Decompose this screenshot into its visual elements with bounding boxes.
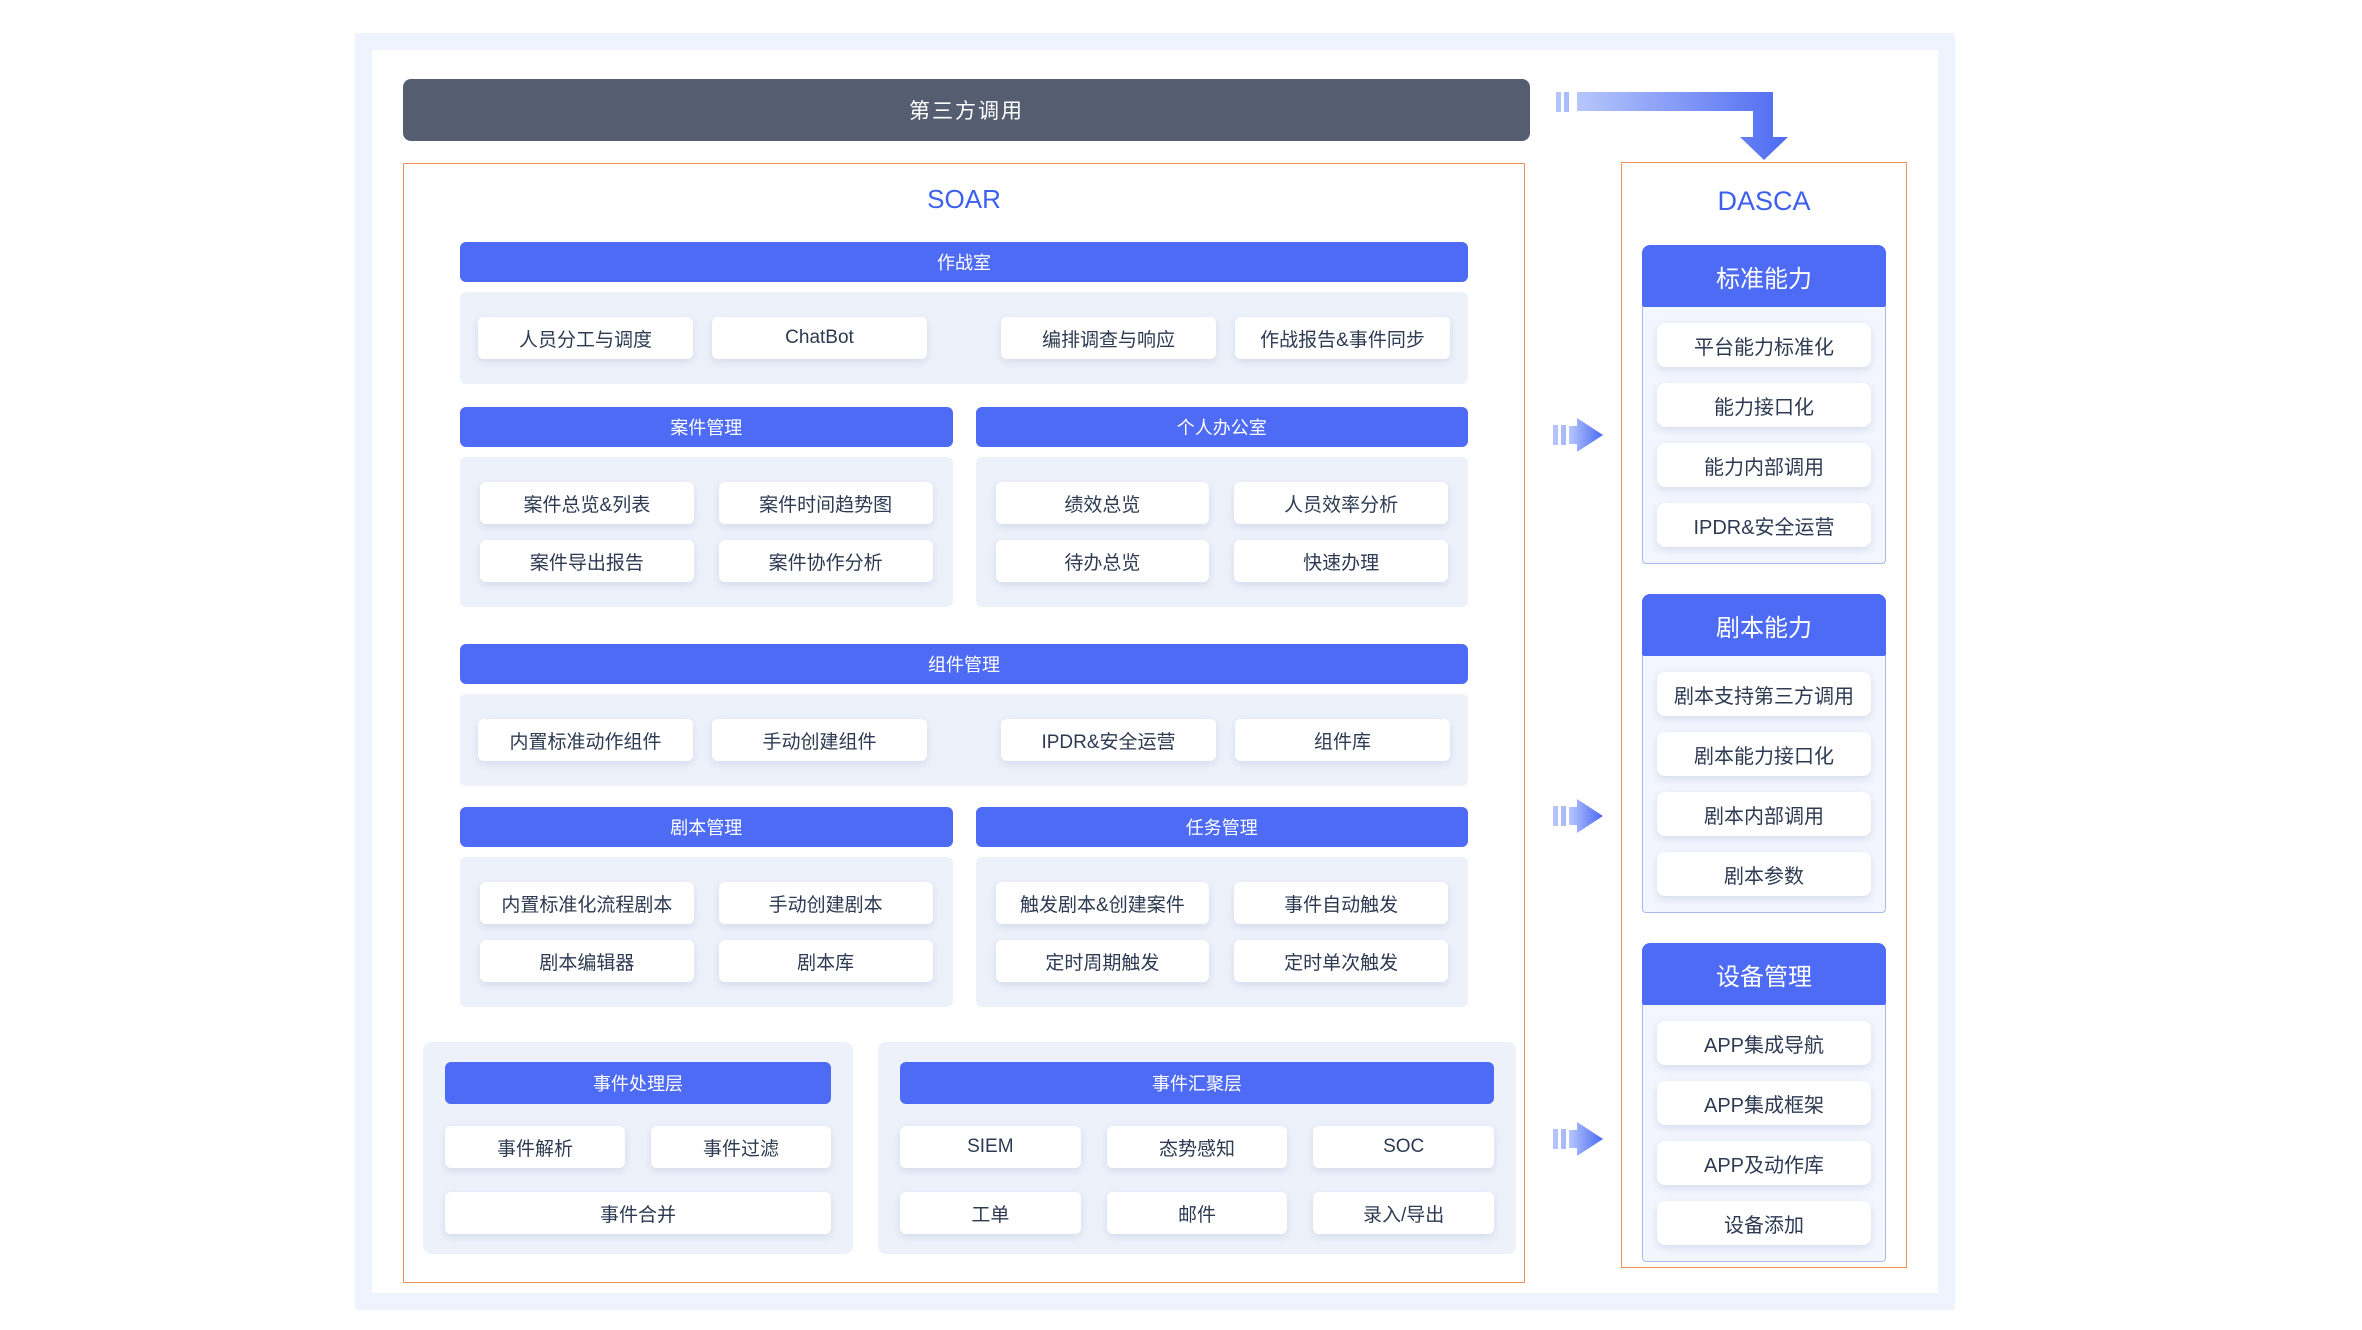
playbook-and-task-row: 剧本管理 内置标准化流程剧本 手动创建剧本 剧本编辑器 剧本库 任务管理 触发剧… — [460, 807, 1468, 1007]
diagram-node-event-auto-trigger: 事件自动触发 — [1234, 882, 1448, 924]
dasca-title: DASCA — [1717, 186, 1811, 216]
panel-spacer — [946, 338, 982, 339]
diagram-node-manual-playbook: 手动创建剧本 — [718, 882, 933, 924]
diagram-node-event-merging: 事件合并 — [445, 1192, 831, 1234]
device-mgmt-panel: APP集成导航 APP集成框架 APP及动作库 设备添加 — [1642, 1005, 1886, 1262]
diagram-node-platform-capability-standardization: 平台能力标准化 — [1657, 323, 1871, 367]
flow-arrow-top-icon — [1556, 92, 1788, 160]
flow-arrow-3-icon — [1553, 1122, 1603, 1156]
diagram-node-ipdr-security-ops: IPDR&安全运营 — [1001, 719, 1216, 761]
event-processing-panel: 事件处理层 事件解析 事件过滤 事件合并 — [423, 1042, 853, 1254]
diagram-node-playbook-library: 剧本库 — [718, 940, 933, 982]
soar-title: SOAR — [927, 184, 1001, 214]
task-mgmt-panel: 触发剧本&创建案件 事件自动触发 定时周期触发 定时单次触发 — [975, 857, 1468, 1007]
diagram-node-playbook-thirdparty-call: 剧本支持第三方调用 — [1657, 672, 1871, 716]
soar-box: SOAR 作战室 人员分工与调度 ChatBot 编排调查与响应 作战报告&事件… — [403, 163, 1525, 1283]
diagram-node-playbook-params: 剧本参数 — [1657, 852, 1871, 896]
diagram-node-soc: SOC — [1313, 1126, 1494, 1168]
standard-capability-section: 标准能力 平台能力标准化 能力接口化 能力内部调用 IPDR&安全运营 — [1642, 245, 1886, 564]
diagram-node-import-export: 录入/导出 — [1313, 1192, 1494, 1234]
diagram-node-todo-overview: 待办总览 — [995, 540, 1210, 582]
third-party-call-bar: 第三方调用 — [403, 79, 1530, 141]
diagram-node-ipdr-security-ops-dasca: IPDR&安全运营 — [1657, 503, 1871, 547]
flow-arrow-2-icon — [1553, 799, 1603, 833]
case-mgmt-panel: 案件总览&列表 案件时间趋势图 案件导出报告 案件协作分析 — [460, 457, 953, 607]
section-header-personal-office: 个人办公室 — [975, 407, 1468, 447]
component-mgmt-panel: 内置标准动作组件 手动创建组件 IPDR&安全运营 组件库 — [460, 694, 1468, 786]
diagram-card: 第三方调用 — [372, 50, 1938, 1293]
playbook-capability-section: 剧本能力 剧本支持第三方调用 剧本能力接口化 剧本内部调用 剧本参数 — [1642, 594, 1886, 913]
device-mgmt-section: 设备管理 APP集成导航 APP集成框架 APP及动作库 设备添加 — [1642, 943, 1886, 1262]
war-room-panel: 人员分工与调度 ChatBot 编排调查与响应 作战报告&事件同步 — [460, 292, 1468, 384]
diagram-node-capability-interface: 能力接口化 — [1657, 383, 1871, 427]
diagram-node-trigger-playbook-case: 触发剧本&创建案件 — [995, 882, 1210, 924]
diagram-node-siem: SIEM — [900, 1126, 1081, 1168]
diagram-node-ticket: 工单 — [900, 1192, 1081, 1234]
third-party-call-label: 第三方调用 — [909, 100, 1024, 123]
diagram-node-builtin-action-components: 内置标准动作组件 — [478, 719, 693, 761]
diagram-node-performance-overview: 绩效总览 — [995, 482, 1210, 524]
event-aggregation-grid: SIEM 态势感知 SOC 工单 邮件 录入/导出 — [900, 1126, 1494, 1234]
section-header-event-processing: 事件处理层 — [445, 1062, 831, 1104]
diagram-node-orchestrated-investigation: 编排调查与响应 — [1001, 317, 1216, 359]
section-header-device-mgmt: 设备管理 — [1642, 943, 1886, 1005]
diagram-node-scheduled-single-trigger: 定时单次触发 — [1234, 940, 1448, 982]
case-and-office-row: 案件管理 案件总览&列表 案件时间趋势图 案件导出报告 案件协作分析 个人办公室… — [460, 407, 1468, 607]
section-header-playbook-mgmt: 剧本管理 — [460, 807, 953, 847]
diagram-node-staff-efficiency: 人员效率分析 — [1234, 482, 1448, 524]
personal-office-section: 个人办公室 绩效总览 人员效率分析 待办总览 快速办理 — [975, 407, 1468, 607]
dasca-box: DASCA 标准能力 平台能力标准化 能力接口化 能力内部调用 IPDR&安全运… — [1621, 162, 1907, 1268]
diagram-node-case-overview: 案件总览&列表 — [480, 482, 694, 524]
diagram-node-staff-scheduling: 人员分工与调度 — [478, 317, 693, 359]
flow-arrow-1-icon — [1553, 418, 1603, 452]
diagram-node-war-report-sync: 作战报告&事件同步 — [1235, 317, 1450, 359]
standard-capability-panel: 平台能力标准化 能力接口化 能力内部调用 IPDR&安全运营 — [1642, 307, 1886, 564]
section-header-task-mgmt: 任务管理 — [975, 807, 1468, 847]
section-header-event-aggregation: 事件汇聚层 — [900, 1062, 1494, 1104]
diagram-node-playbook-interface: 剧本能力接口化 — [1657, 732, 1871, 776]
diagram-node-component-library: 组件库 — [1235, 719, 1450, 761]
diagram-node-scheduled-periodic-trigger: 定时周期触发 — [995, 940, 1210, 982]
section-header-playbook-capability: 剧本能力 — [1642, 594, 1886, 656]
diagram-node-event-parsing: 事件解析 — [445, 1126, 625, 1168]
playbook-capability-panel: 剧本支持第三方调用 剧本能力接口化 剧本内部调用 剧本参数 — [1642, 656, 1886, 913]
diagram-node-email: 邮件 — [1106, 1192, 1288, 1234]
diagram-node-case-export-report: 案件导出报告 — [480, 540, 694, 582]
diagram-node-case-trend-chart: 案件时间趋势图 — [718, 482, 933, 524]
section-header-component-mgmt: 组件管理 — [460, 644, 1468, 684]
playbook-mgmt-panel: 内置标准化流程剧本 手动创建剧本 剧本编辑器 剧本库 — [460, 857, 953, 1007]
diagram-node-quick-handle: 快速办理 — [1234, 540, 1448, 582]
playbook-mgmt-section: 剧本管理 内置标准化流程剧本 手动创建剧本 剧本编辑器 剧本库 — [460, 807, 953, 1007]
diagram-node-app-integration-nav: APP集成导航 — [1657, 1021, 1871, 1065]
personal-office-panel: 绩效总览 人员效率分析 待办总览 快速办理 — [975, 457, 1468, 607]
diagram-node-situational-awareness: 态势感知 — [1106, 1126, 1288, 1168]
diagram-node-case-collab-analysis: 案件协作分析 — [718, 540, 933, 582]
diagram-node-manual-component: 手动创建组件 — [712, 719, 927, 761]
diagram-node-playbook-editor: 剧本编辑器 — [480, 940, 694, 982]
diagram-node-builtin-playbooks: 内置标准化流程剧本 — [480, 882, 694, 924]
event-layers-row: 事件处理层 事件解析 事件过滤 事件合并 事件汇聚层 SIEM 态势感知 SOC — [423, 1042, 1516, 1254]
diagram-node-playbook-internal-call: 剧本内部调用 — [1657, 792, 1871, 836]
diagram-node-event-filtering: 事件过滤 — [651, 1126, 831, 1168]
section-header-standard-capability: 标准能力 — [1642, 245, 1886, 307]
event-processing-grid: 事件解析 事件过滤 — [445, 1126, 831, 1168]
panel-spacer — [946, 740, 982, 741]
diagram-node-device-add: 设备添加 — [1657, 1201, 1871, 1245]
case-mgmt-section: 案件管理 案件总览&列表 案件时间趋势图 案件导出报告 案件协作分析 — [460, 407, 953, 607]
diagram-node-app-integration-framework: APP集成框架 — [1657, 1081, 1871, 1125]
diagram-node-capability-internal-call: 能力内部调用 — [1657, 443, 1871, 487]
diagram-node-app-action-library: APP及动作库 — [1657, 1141, 1871, 1185]
diagram-background-panel: 第三方调用 — [355, 33, 1955, 1310]
section-header-war-room: 作战室 — [460, 242, 1468, 282]
event-aggregation-panel: 事件汇聚层 SIEM 态势感知 SOC 工单 邮件 录入/导出 — [878, 1042, 1516, 1254]
section-header-case-mgmt: 案件管理 — [460, 407, 953, 447]
task-mgmt-section: 任务管理 触发剧本&创建案件 事件自动触发 定时周期触发 定时单次触发 — [975, 807, 1468, 1007]
diagram-node-chatbot: ChatBot — [712, 317, 927, 359]
